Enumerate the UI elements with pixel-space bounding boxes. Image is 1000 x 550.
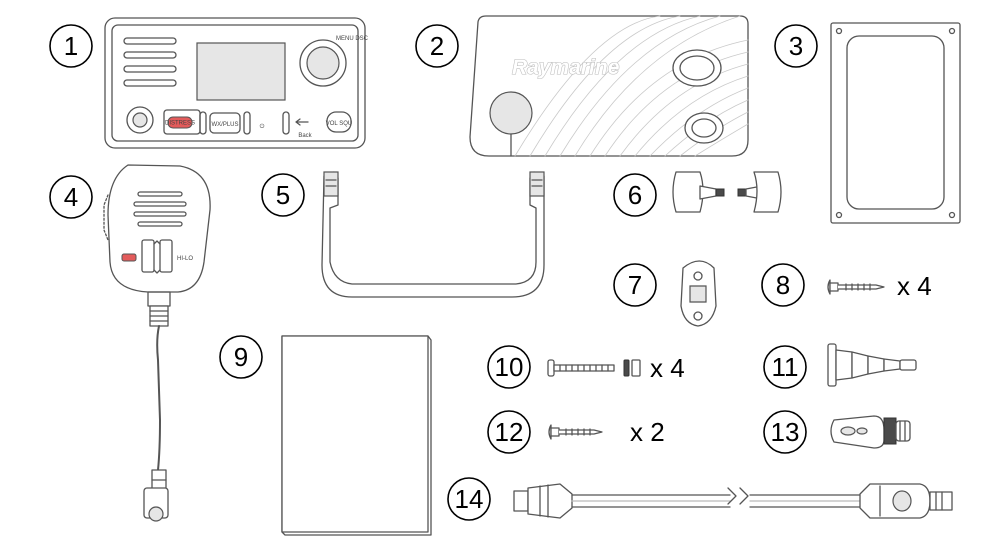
part-number-12: 12 [487,410,531,454]
svg-text:11: 11 [772,352,799,382]
gasket-illustration [830,22,961,224]
radio-unit-illustration: MENU DSC DISTRESS WX/PLUS ⏻ Back VOL SQU [104,17,369,149]
bolt-illustration [547,359,641,377]
part-number-13: 13 [763,410,807,454]
svg-text:2: 2 [430,31,444,61]
part-number-10: 10 [487,345,531,389]
cable-boot-illustration [827,343,917,387]
sun-cover-illustration: Raymarine [469,15,749,157]
svg-text:1: 1 [64,31,78,61]
quantity-10: x 4 [650,353,685,383]
svg-text:12: 12 [495,417,524,447]
part-number-14: 14 [447,477,491,521]
svg-text:4: 4 [64,182,78,212]
svg-text:10: 10 [495,352,524,382]
clip-screw-illustration [548,424,603,440]
screw-illustration [827,279,885,295]
knobs-illustration [672,171,782,213]
part-number-4: 4 [49,175,93,219]
documentation-illustration [281,335,432,536]
svg-text:5: 5 [276,180,290,210]
radio-screen [196,42,286,101]
vol-squ-label: VOL SQU [326,121,352,127]
handset-illustration: HI-LO [103,164,211,522]
svg-text:8: 8 [776,270,790,300]
hi-lo-label: HI-LO [177,256,193,262]
connector-illustration [830,415,911,449]
raymarine-logo: Raymarine [512,56,620,79]
part-number-7: 7 [613,263,657,307]
svg-text:13: 13 [771,417,800,447]
back-label: Back [298,133,312,139]
part-number-8: 8 [761,263,805,307]
clip-illustration [680,260,717,327]
svg-text:3: 3 [789,31,803,61]
svg-text:6: 6 [628,180,642,210]
distress-label: DISTRESS [165,121,195,127]
part-number-1: 1 [49,24,93,68]
part-number-9: 9 [219,335,263,379]
bracket-illustration [321,171,545,298]
network-cable-illustration [513,483,953,519]
power-icon: ⏻ [260,123,265,130]
wx-plus-label: WX/PLUS [211,122,238,128]
quantity-12: x 2 [630,417,665,447]
svg-text:7: 7 [628,270,642,300]
part-number-3: 3 [774,24,818,68]
quantity-8: x 4 [897,271,932,301]
part-number-2: 2 [415,24,459,68]
svg-text:9: 9 [234,342,248,372]
part-number-5: 5 [261,173,305,217]
svg-text:14: 14 [455,484,484,514]
part-number-6: 6 [613,173,657,217]
part-number-11: 11 [763,345,807,389]
distress-button [167,116,193,129]
menu-dsc-label: MENU DSC [336,36,369,42]
